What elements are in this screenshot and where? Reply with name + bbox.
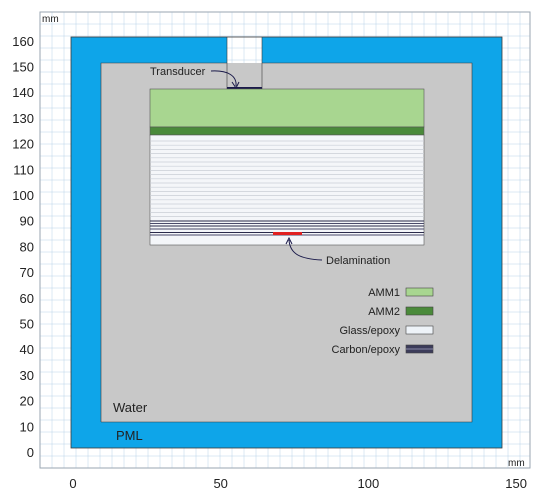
x-axis-unit: mm: [508, 458, 525, 469]
y-tick-label: 80: [20, 239, 34, 254]
y-tick-label: 150: [12, 60, 34, 75]
x-tick-label: 50: [213, 476, 227, 491]
y-tick-label: 120: [12, 137, 34, 152]
glass-epoxy-plies: [150, 140, 424, 217]
legend-swatch: [405, 306, 434, 316]
delamination-arrowhead-icon: [285, 236, 293, 245]
pml-bottom: [71, 422, 502, 448]
x-axis-ticks: 0 50 100 150: [69, 476, 527, 491]
y-tick-label: 60: [20, 291, 34, 306]
pml-region: [71, 37, 502, 448]
legend-label: AMM2: [368, 306, 400, 318]
transducer-arrowhead-icon: [231, 81, 240, 89]
x-tick-label: 0: [69, 476, 76, 491]
y-tick-label: 110: [13, 162, 34, 177]
delamination-arrow: [288, 239, 323, 261]
delamination-marker: [273, 232, 302, 235]
sample-stack: [149, 88, 425, 246]
pml-right: [472, 37, 502, 448]
legend-label: Glass/epoxy: [339, 325, 400, 337]
water-label: Water: [113, 400, 148, 415]
outer-boundary: [70, 36, 503, 449]
x-tick-label: 150: [505, 476, 527, 491]
amm1-layer: [149, 88, 425, 128]
carbon-epoxy-plies: [150, 220, 424, 236]
delamination-label: Delamination: [326, 255, 390, 267]
y-tick-label: 30: [20, 368, 34, 383]
y-tick-label: 10: [20, 419, 34, 434]
transducer-label: Transducer: [150, 66, 206, 78]
pml-left: [71, 37, 101, 448]
y-tick-label: 130: [12, 111, 34, 126]
y-tick-label: 50: [20, 317, 34, 332]
transducer-arrow: [210, 70, 237, 87]
pml-label: PML: [116, 428, 143, 443]
legend-label: AMM1: [368, 287, 400, 299]
transducer-element: [227, 87, 262, 90]
y-tick-label: 100: [12, 188, 34, 203]
y-tick-label: 20: [20, 394, 34, 409]
x-tick-label: 100: [358, 476, 380, 491]
amm2-layer: [149, 126, 425, 136]
plot-frame: [39, 11, 531, 469]
y-tick-label: 90: [20, 214, 34, 229]
legend-swatch: [405, 325, 434, 335]
y-tick-label: 40: [20, 342, 34, 357]
y-tick-label: 140: [12, 85, 34, 100]
pml-top-right: [262, 37, 502, 63]
y-tick-label: 70: [20, 265, 34, 280]
y-axis-ticks: 0 10 20 30 40 50 60 70 80 90 100 110 120 130 140 150 160: [12, 34, 34, 460]
legend-label: Carbon/epoxy: [332, 344, 401, 356]
water-boundary-left: [100, 62, 227, 422]
water-boundary-right: [101, 62, 473, 423]
y-axis-unit: mm: [42, 14, 59, 25]
y-tick-label: 160: [12, 34, 34, 49]
y-tick-label: 0: [27, 445, 34, 460]
legend-swatch: [405, 287, 434, 297]
